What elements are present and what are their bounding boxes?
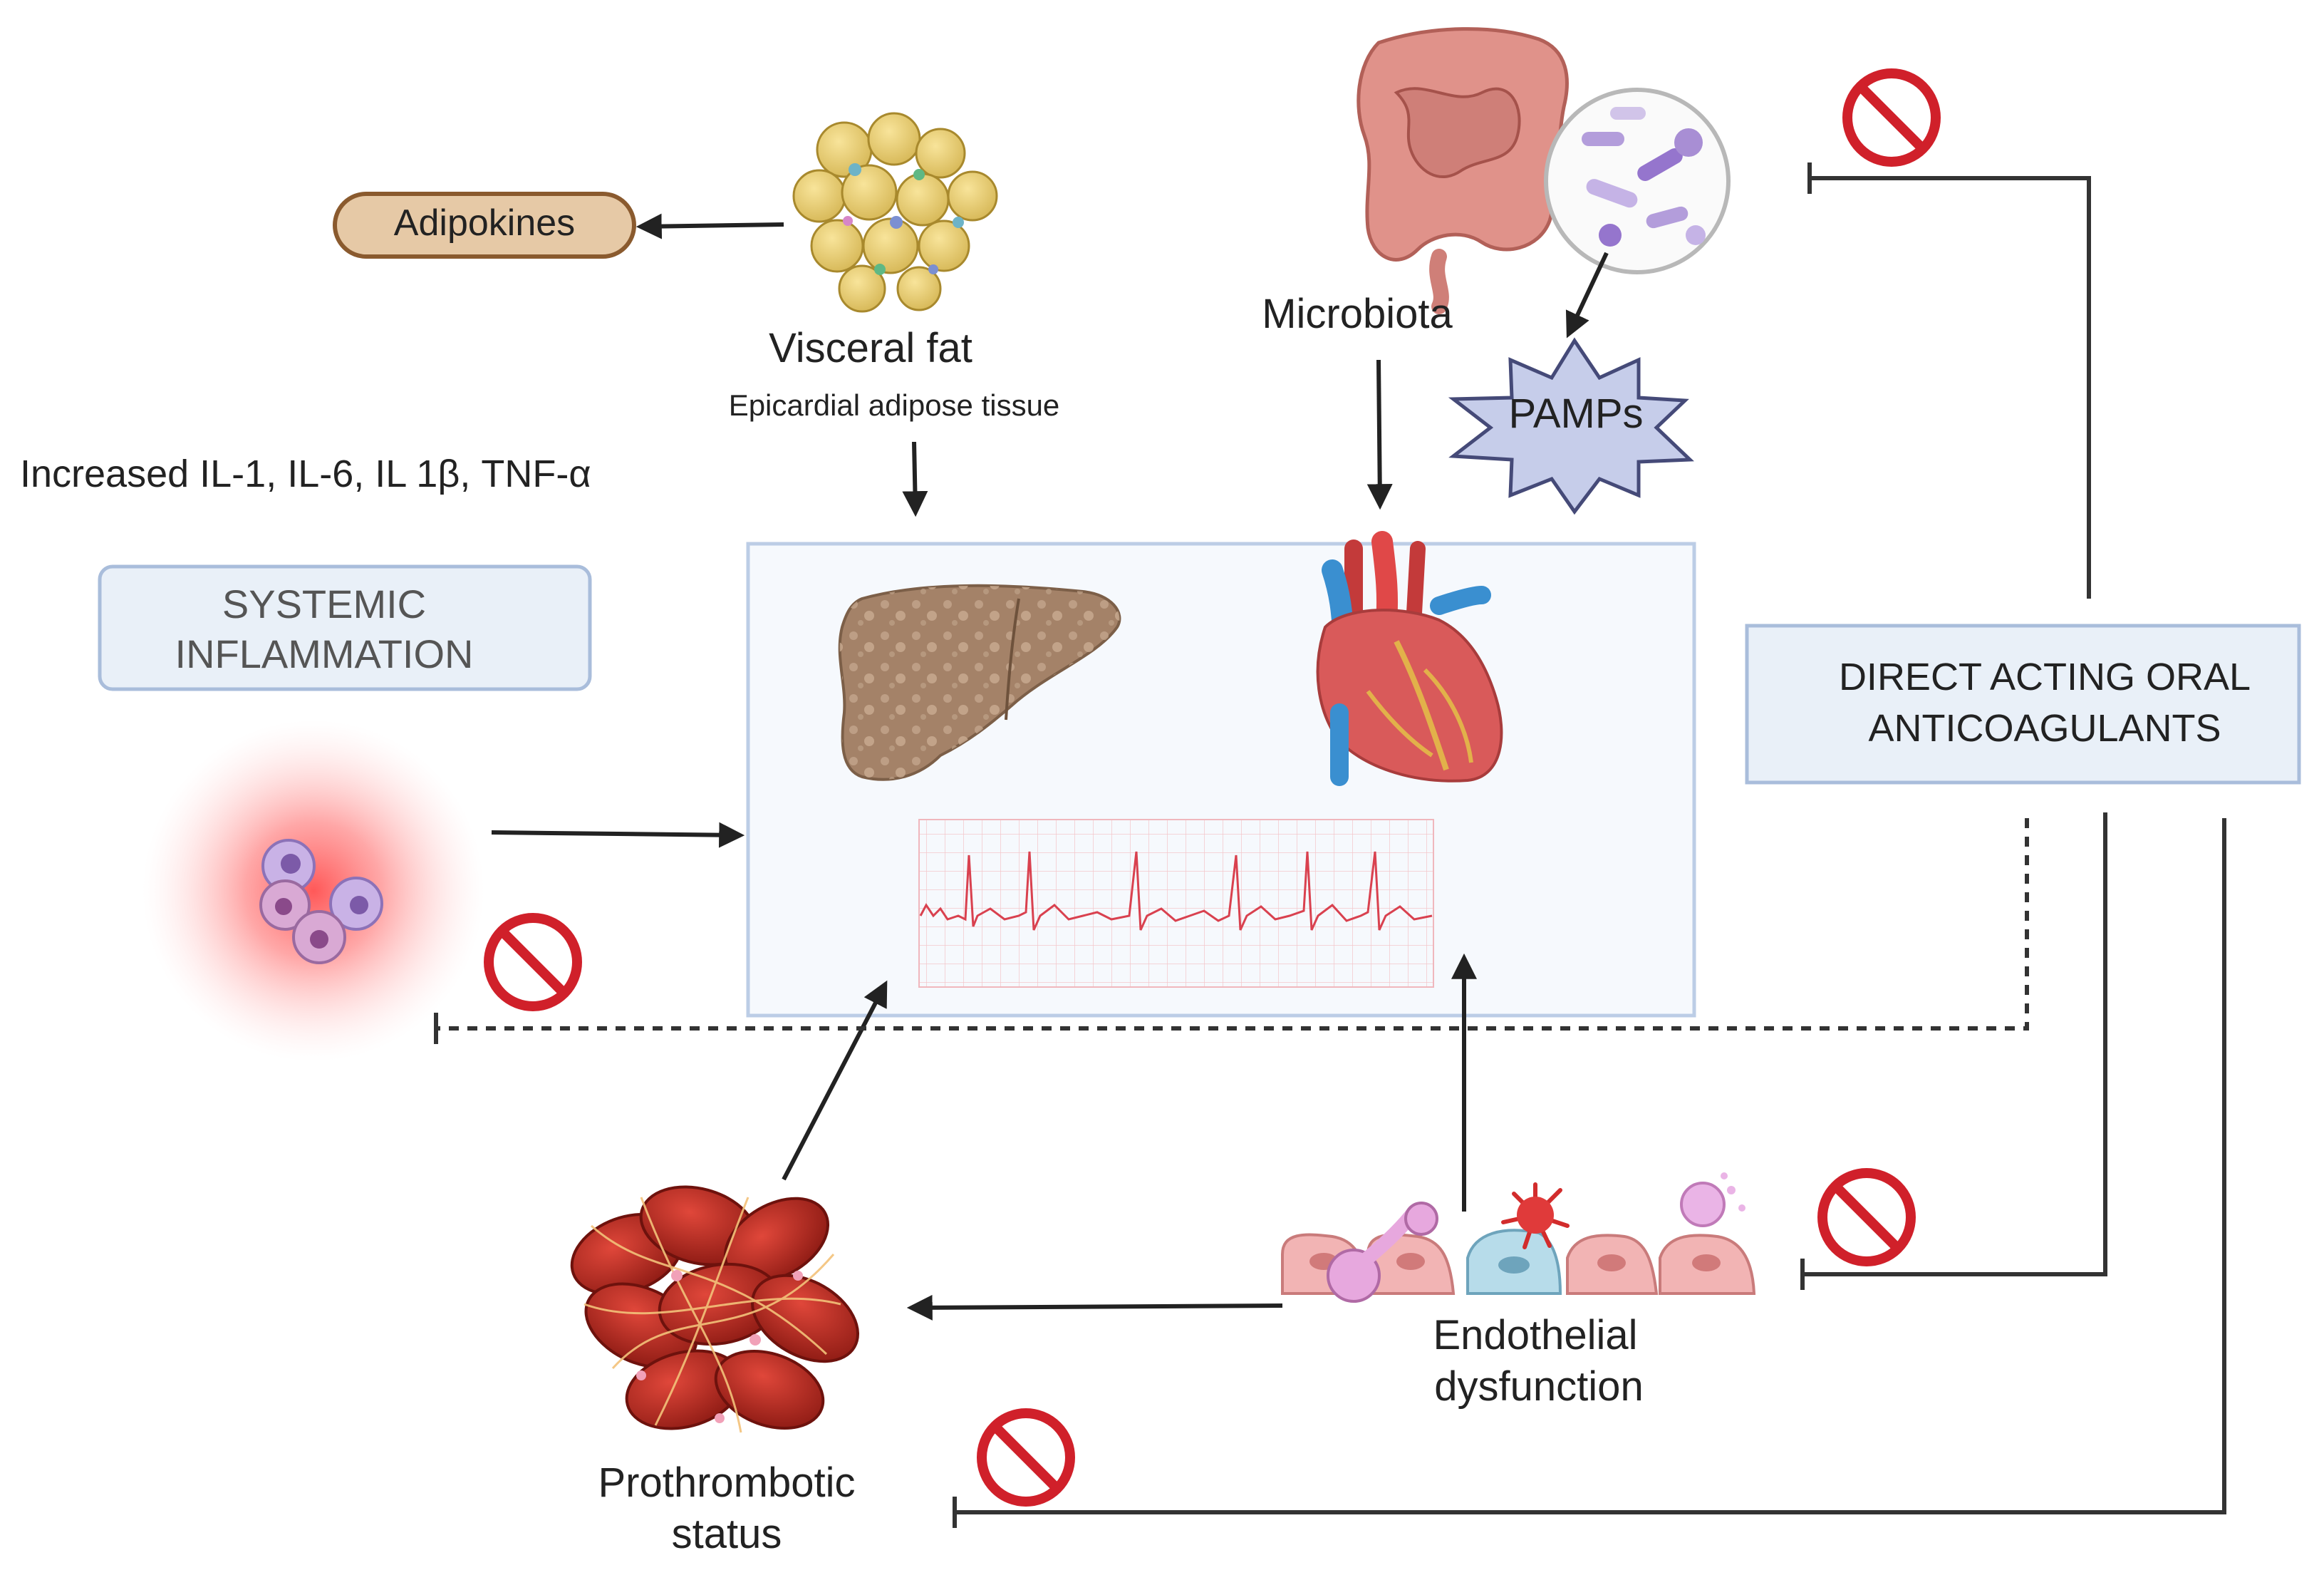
blood-clot-icon (570, 1185, 859, 1433)
adipokines-pill (333, 192, 636, 259)
prohibition-icon (484, 913, 582, 1011)
cytokines-label: Increased IL-1, IL-6, IL 1β, TNF-α (20, 453, 591, 495)
arrow-endothelium-to-clot (906, 1294, 1283, 1321)
arrow-clot-to-center (782, 980, 888, 1181)
visceral-fat-label: Visceral fat (769, 325, 972, 371)
arrow-fat-to-center (902, 441, 928, 517)
heart-icon (1316, 531, 1503, 786)
inhibition-line-endothelium (1802, 812, 2107, 1276)
arrow-fat-to-adipokines (636, 213, 784, 239)
prohibition-icon (1842, 68, 1941, 167)
arrow-microbiota-to-center (1366, 359, 1393, 510)
arrow-bacteria-to-pamps (1565, 252, 1609, 339)
inhibition-line-inflammation (436, 818, 2029, 1031)
doac-label-line1: DIRECT ACTING ORAL (1839, 656, 2251, 698)
liver-icon (838, 584, 1121, 781)
inhibition-line-microbiota (1810, 176, 2091, 599)
microbiota-label: Microbiota (1262, 291, 1453, 337)
adipokines-label: Adipokines (394, 202, 575, 244)
prohibition-icon (1817, 1168, 1916, 1266)
inhibition-line-prothrombotic (955, 818, 2226, 1514)
bacteria-magnifier-icon (1544, 88, 1731, 274)
systemic-label-line2: INFLAMMATION (175, 631, 474, 676)
prothrombotic-label-line1: Prothrombotic (598, 1460, 855, 1506)
pamps-label: PAMPs (1508, 391, 1643, 437)
prothrombotic-label-line2: status (672, 1511, 782, 1557)
ecg-trace-icon (918, 819, 1434, 988)
pamps-starburst (1448, 337, 1694, 515)
arrow-inflammation-to-center (491, 822, 745, 848)
endothelial-cells-icon (1281, 1172, 1756, 1303)
endothelial-label-line2: dysfunction (1434, 1363, 1643, 1410)
intestine-icon (1356, 27, 1569, 314)
doac-box (1745, 624, 2301, 785)
fat-cells-icon (792, 112, 998, 313)
endothelial-label-line1: Endothelial (1433, 1312, 1638, 1358)
prohibition-icon (977, 1408, 1075, 1507)
systemic-label-line1: SYSTEMIC (222, 582, 426, 626)
epicardial-label: Epicardial adipose tissue (729, 388, 1060, 422)
systemic-inflammation-box (98, 564, 592, 691)
doac-label-line2: ANTICOAGULANTS (1868, 707, 2221, 750)
inflamed-immune-cells-icon (142, 720, 484, 1062)
